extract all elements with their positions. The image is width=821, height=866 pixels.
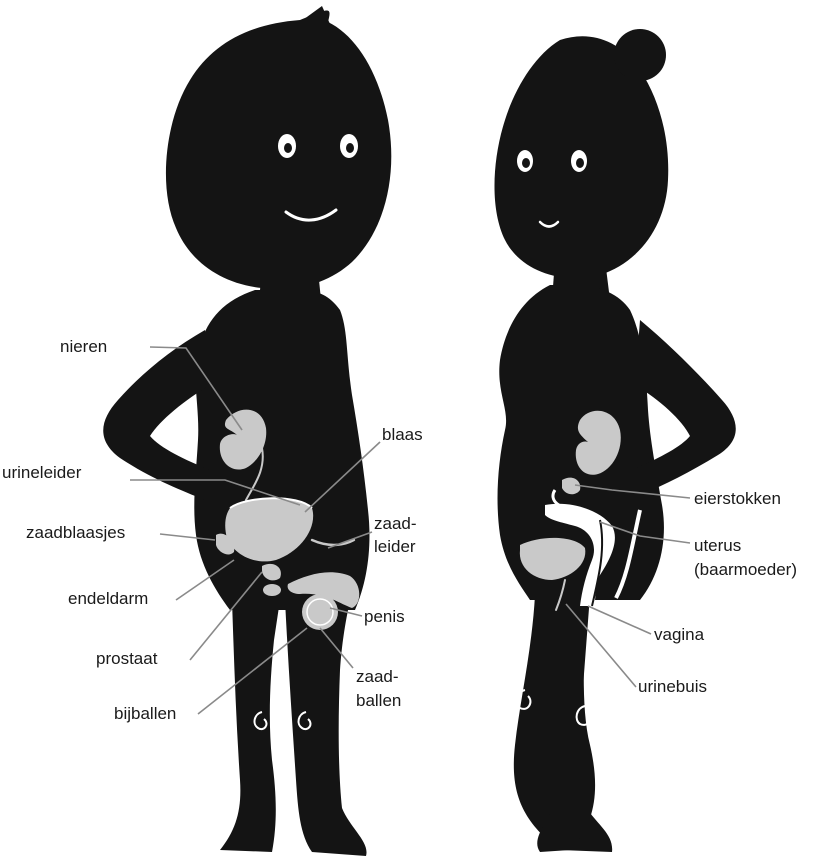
male-left-pupil — [284, 143, 292, 153]
label-prostaat: prostaat — [96, 649, 158, 668]
male-rectum-end — [263, 584, 281, 596]
label-zaadballen-line1: zaad- — [356, 667, 399, 686]
male-left-arm — [103, 330, 210, 500]
label-zaadblaasjes: zaadblaasjes — [26, 523, 125, 542]
label-penis: penis — [364, 607, 405, 626]
label-uterus-line1: uterus — [694, 536, 741, 555]
label-zaadballen-line2: ballen — [356, 691, 401, 710]
female-right-arm — [635, 320, 736, 495]
male-hair-tuft — [300, 6, 330, 24]
label-zaadleider-line2: leider — [374, 537, 416, 556]
male-left-leg — [220, 600, 280, 852]
label-urinebuis: urinebuis — [638, 677, 707, 696]
female-hair-bun — [614, 29, 666, 81]
female-right-pupil — [576, 158, 584, 168]
label-bijballen: bijballen — [114, 704, 176, 723]
label-zaadleider-line1: zaad- — [374, 514, 417, 533]
male-right-pupil — [346, 143, 354, 153]
leader-vagina — [588, 606, 651, 634]
label-nieren: nieren — [60, 337, 107, 356]
male-figure — [103, 6, 391, 856]
label-eierstokken: eierstokken — [694, 489, 781, 508]
label-vagina: vagina — [654, 625, 705, 644]
label-uterus-line2: (baarmoeder) — [694, 560, 797, 579]
label-blaas: blaas — [382, 425, 423, 444]
label-urineleider: urineleider — [2, 463, 82, 482]
female-left-pupil — [522, 158, 530, 168]
male-right-leg — [285, 600, 367, 856]
female-figure — [494, 29, 735, 852]
label-endeldarm: endeldarm — [68, 589, 148, 608]
